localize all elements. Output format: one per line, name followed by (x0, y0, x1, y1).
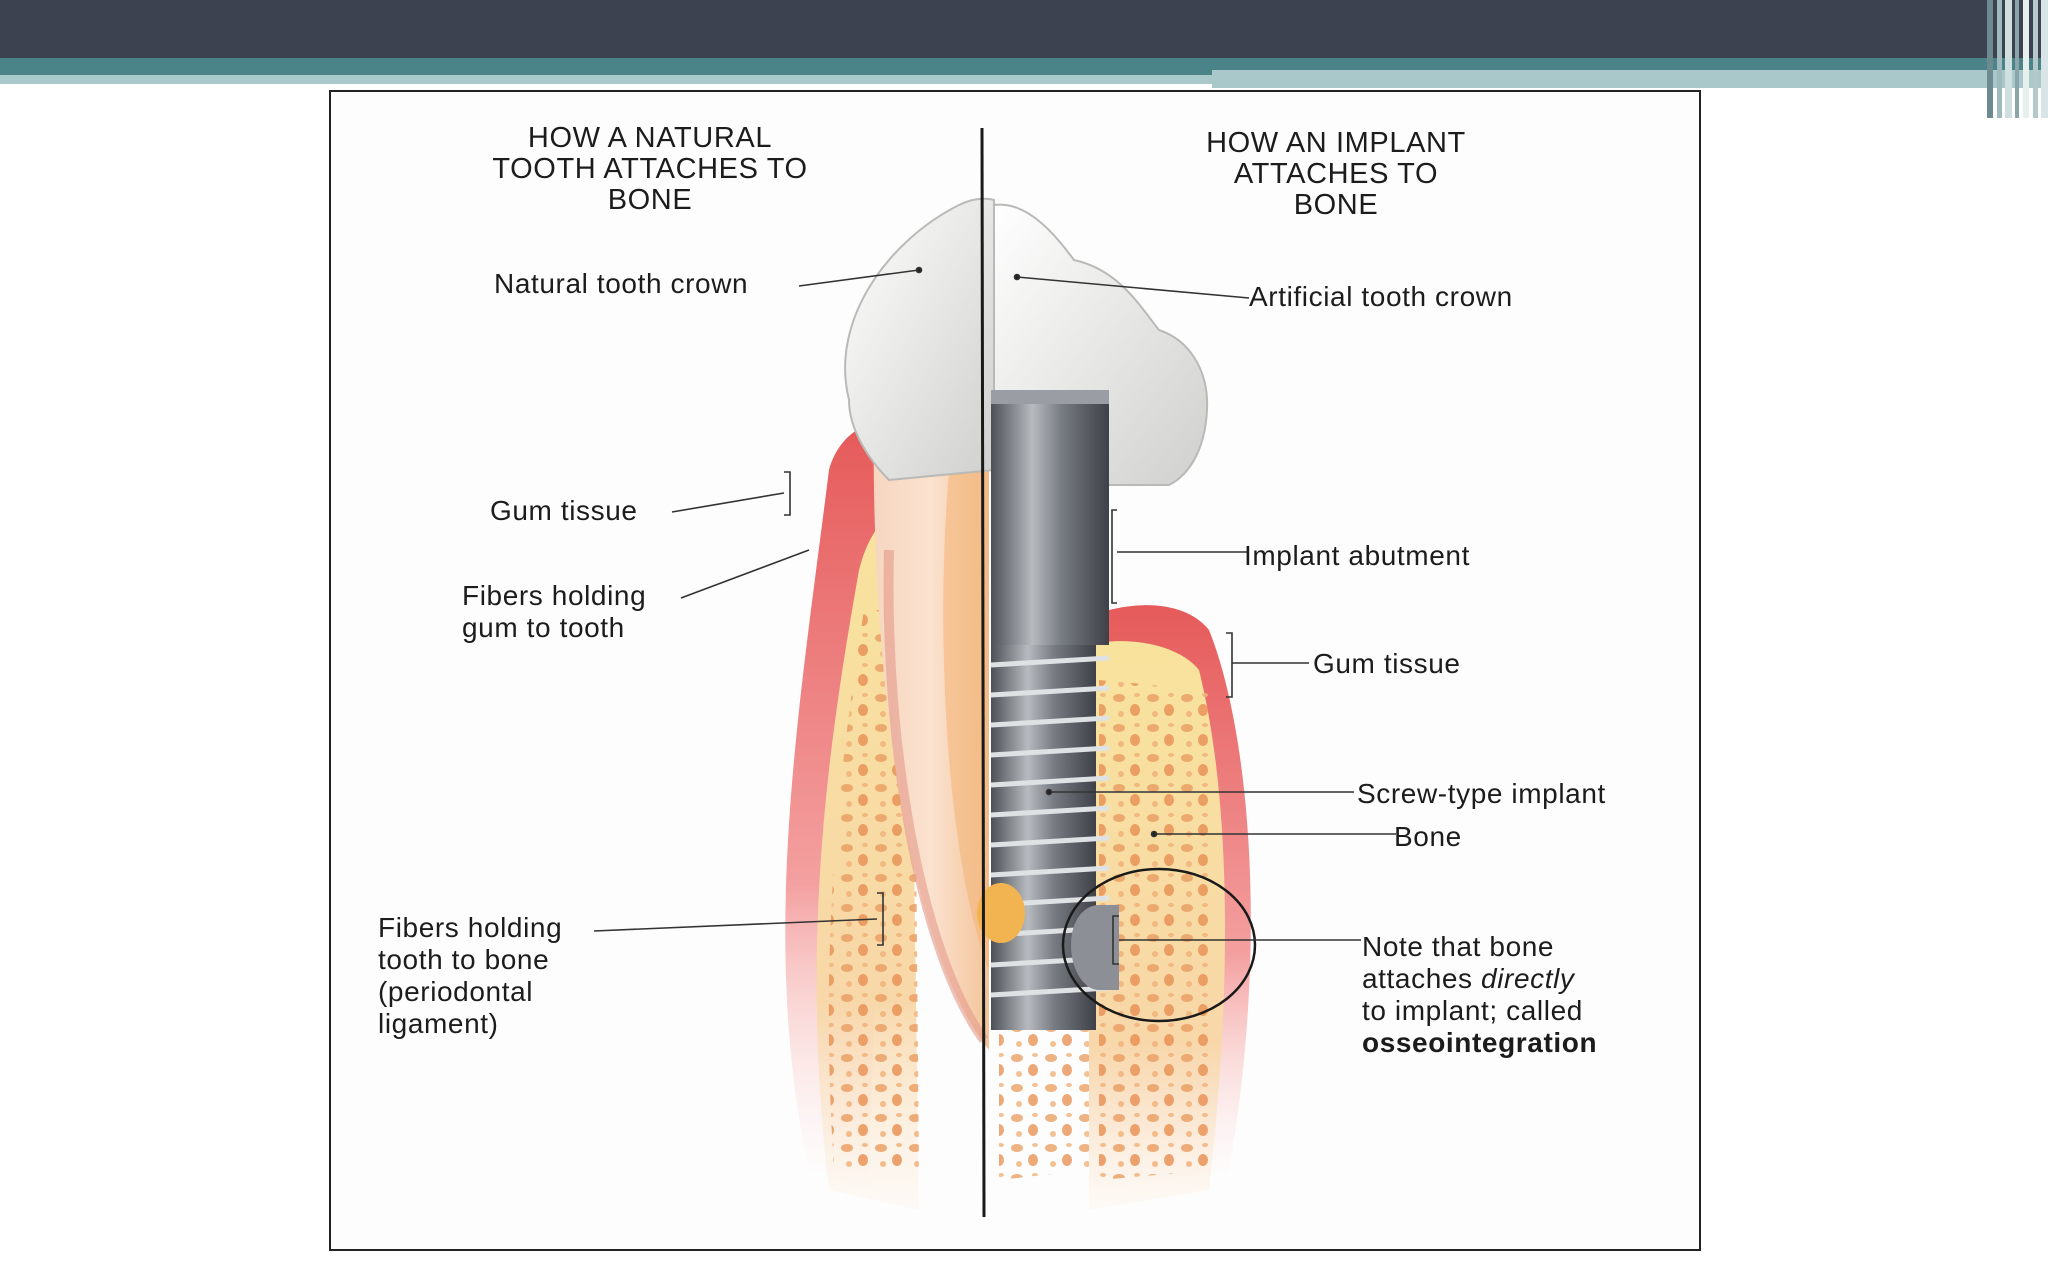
leader-lines (593, 266, 1396, 965)
screw-type-implant-label: Screw-type implant (1357, 778, 1606, 809)
fibers-bone-line-3: (periodontal (378, 976, 534, 1007)
natural-tooth-crown-label: Natural tooth crown (494, 268, 749, 299)
gum-tissue-left-label: Gum tissue (490, 495, 638, 526)
implant-illustration (977, 203, 1257, 1210)
note-line-1: Note that bone (1362, 931, 1555, 962)
header-light-bar-right (1212, 70, 2048, 88)
gum-tissue-right-label: Gum tissue (1313, 648, 1461, 679)
left-heading-line-3: BONE (607, 184, 693, 216)
fibers-bone-line-1: Fibers holding (378, 912, 563, 943)
note-osseointegration-term: osseointegration (1362, 1027, 1598, 1058)
fibers-gum-label: Fibers holding gum to tooth (462, 580, 646, 644)
note-line-2-text: attaches (1362, 963, 1482, 994)
right-heading-line-2: ATTACHES TO (1233, 158, 1439, 190)
note-line-2: attaches directly (1362, 963, 1597, 995)
left-heading: HOW A NATURAL TOOTH ATTACHES TO BONE (440, 123, 860, 216)
fibers-bone-line-4: ligament) (378, 1008, 499, 1039)
fibers-bone-line-2: tooth to bone (378, 944, 550, 975)
note-emphasis-directly: directly (1481, 963, 1575, 994)
header-bar (0, 0, 2048, 58)
osseointegration-note: Note that bone attaches directly to impl… (1362, 931, 1597, 1059)
fibers-gum-line-2: gum to tooth (462, 612, 625, 643)
fibers-gum-line-1: Fibers holding (462, 580, 647, 611)
right-heading-line-1: HOW AN IMPLANT (1206, 127, 1466, 159)
header-light-bar (0, 75, 1212, 84)
header-white-line (1705, 92, 1895, 97)
header-accent-bar (0, 58, 1212, 75)
right-heading-line-3: BONE (1293, 189, 1379, 221)
fibers-bone-label: Fibers holding tooth to bone (periodonta… (378, 912, 562, 1040)
header-stripes (1985, 0, 2048, 118)
note-line-3: to implant; called (1362, 995, 1583, 1026)
header-accent-bar-right (1212, 58, 2048, 70)
center-divider (980, 127, 986, 1218)
tooth-diagram (593, 127, 1396, 1218)
left-heading-line-2: TOOTH ATTACHES TO (492, 153, 808, 185)
artificial-tooth-crown-label: Artificial tooth crown (1249, 281, 1513, 312)
bone-label: Bone (1394, 821, 1462, 852)
right-heading: HOW AN IMPLANT ATTACHES TO BONE (1150, 128, 1522, 221)
left-heading-line-1: HOW A NATURAL (527, 122, 773, 154)
natural-tooth-illustration (785, 197, 995, 1210)
implant-abutment-label: Implant abutment (1244, 540, 1470, 571)
